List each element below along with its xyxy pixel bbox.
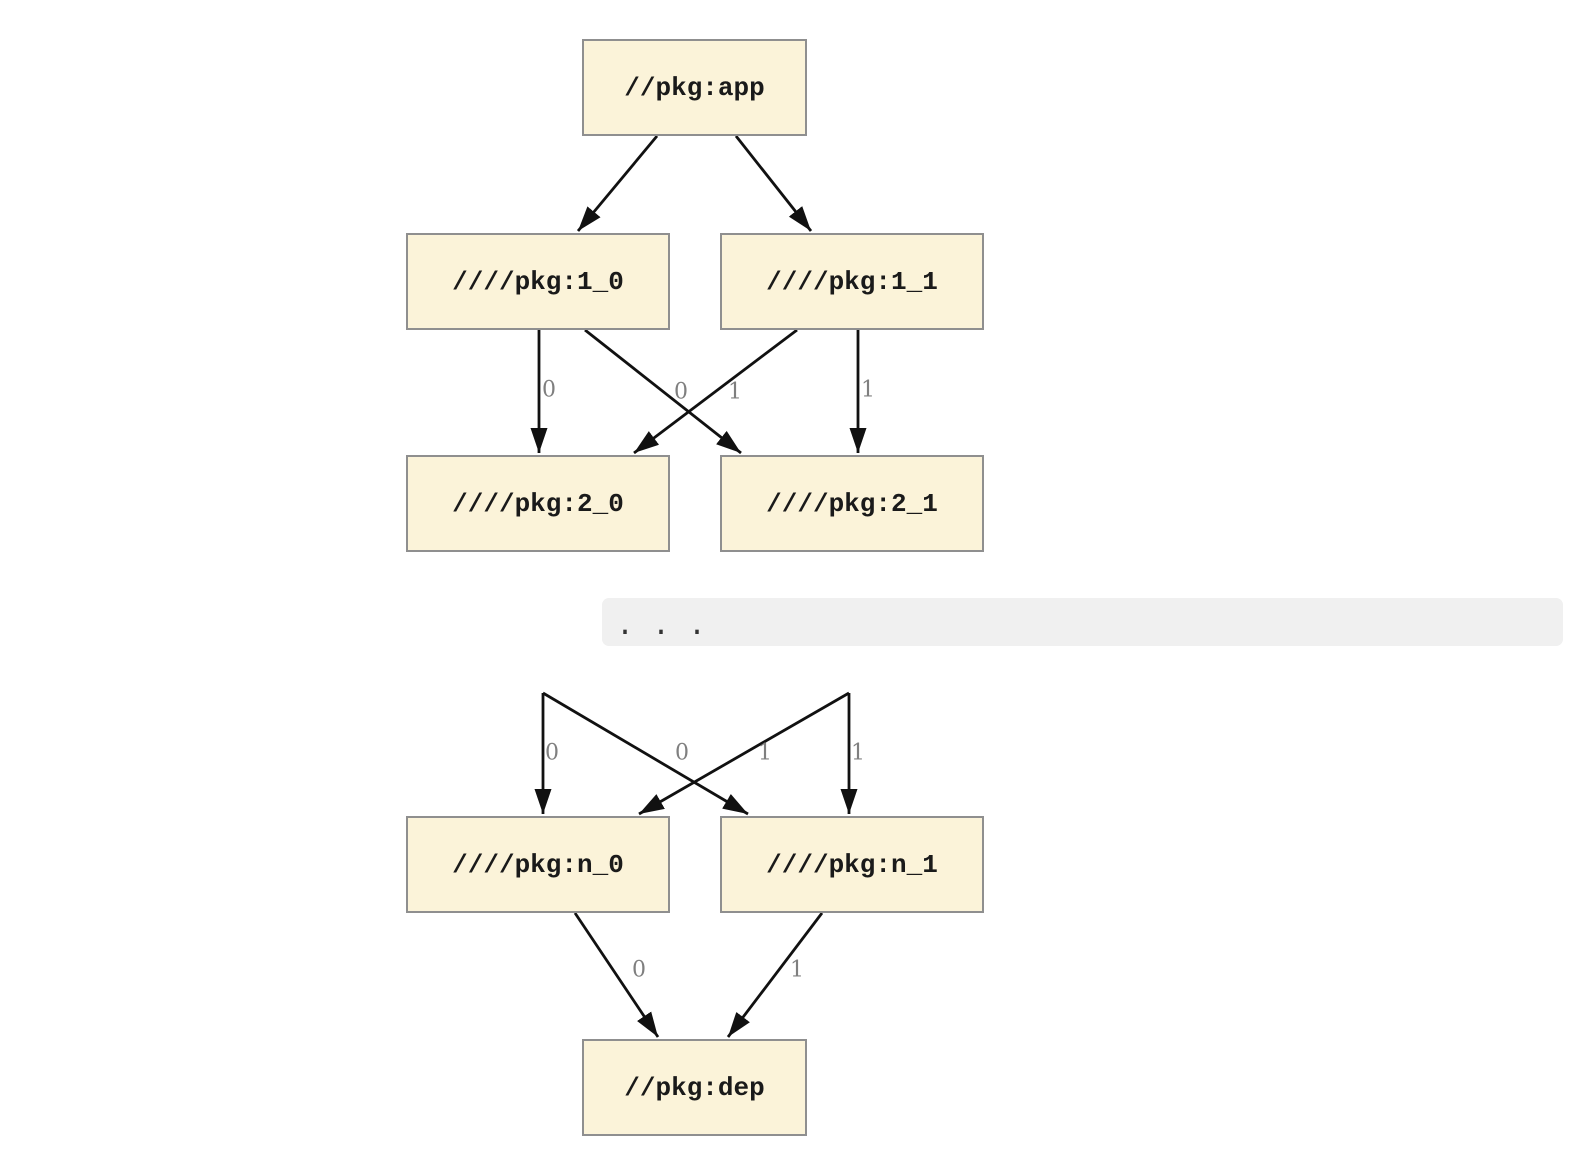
node-dep: //pkg:dep <box>582 1039 807 1136</box>
node-label: ////pkg:2_1 <box>766 488 938 519</box>
node-n_1: ////pkg:n_1 <box>720 816 984 913</box>
edge-n_0-dep <box>573 912 660 1038</box>
edge-label-prev-n_0: 0 <box>545 741 559 766</box>
edge-label-1_1-2_1: 1 <box>861 378 875 403</box>
node-label: ////pkg:2_0 <box>452 488 624 519</box>
ellipsis-bar: . . . <box>602 598 1563 646</box>
node-label: ////pkg:1_1 <box>766 266 938 297</box>
node-1_0: ////pkg:1_0 <box>406 233 670 330</box>
edge-label-prev-n_1-cross: 1 <box>758 741 772 766</box>
node-2_0: ////pkg:2_0 <box>406 455 670 552</box>
edge-prev-n_0-cross <box>638 691 850 816</box>
edge-1_0-2_1 <box>584 328 742 455</box>
edge-n_1-dep <box>726 912 824 1038</box>
edge-label-prev-n_0-cross: 0 <box>675 741 689 766</box>
node-label: //pkg:dep <box>624 1072 765 1103</box>
edge-prev-n_1-cross <box>542 691 749 816</box>
edge-app-1_1 <box>734 135 813 232</box>
node-label: ////pkg:1_0 <box>452 266 624 297</box>
edge-app-1_0 <box>576 135 659 232</box>
node-1_1: ////pkg:1_1 <box>720 233 984 330</box>
edge-1_1-2_0 <box>633 328 798 455</box>
edge-label-n_1-dep: 1 <box>790 958 804 983</box>
ellipsis-dots: . . . <box>616 610 707 644</box>
node-2_1: ////pkg:2_1 <box>720 455 984 552</box>
edge-label-1_1-2_0: 0 <box>674 380 688 405</box>
edge-label-n_0-dep: 0 <box>632 958 646 983</box>
edge-label-prev-n_1: 1 <box>851 741 865 766</box>
node-label: ////pkg:n_0 <box>452 849 624 880</box>
node-label: ////pkg:n_1 <box>766 849 938 880</box>
edge-label-1_0-2_0: 0 <box>542 378 556 403</box>
edge-label-1_0-2_1: 1 <box>728 380 742 405</box>
node-label: //pkg:app <box>624 72 765 103</box>
node-n_0: ////pkg:n_0 <box>406 816 670 913</box>
node-app: //pkg:app <box>582 39 807 136</box>
